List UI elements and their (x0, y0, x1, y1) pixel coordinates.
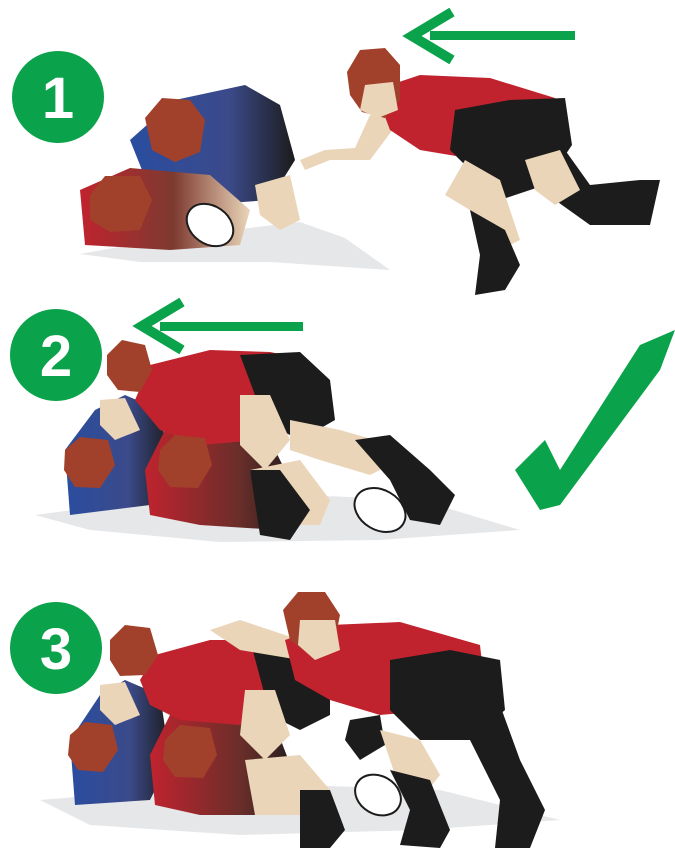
checkmark-icon (515, 330, 675, 510)
step-number: 1 (42, 66, 74, 131)
step-2: 2 (10, 302, 675, 542)
step-number: 2 (40, 324, 72, 389)
step-badge: 1 (12, 51, 104, 143)
arrow-left-icon (412, 12, 575, 60)
step-3: 3 (10, 592, 560, 848)
step-1: 1 (12, 12, 660, 295)
arrow-left-icon (142, 302, 303, 350)
step-number: 3 (40, 617, 72, 682)
step-badge: 3 (10, 602, 102, 694)
step-badge: 2 (10, 309, 102, 401)
